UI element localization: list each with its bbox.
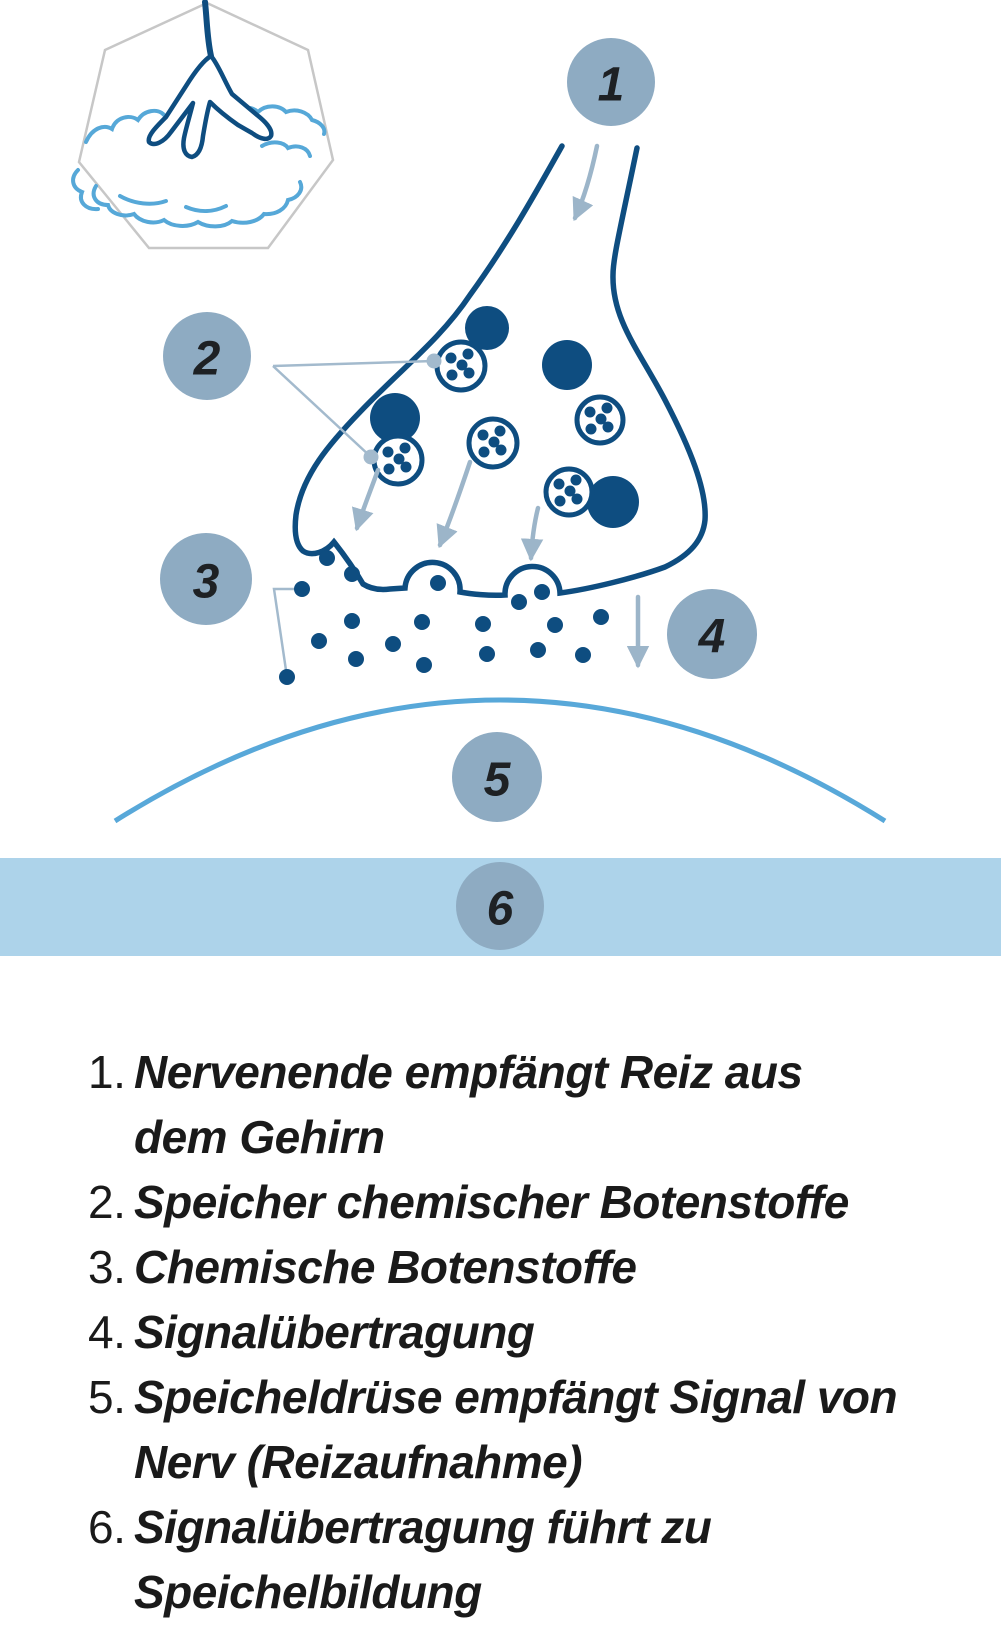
neurotransmitter-dot <box>593 609 609 625</box>
neurotransmitter-dot <box>534 584 550 600</box>
legend-item-1: 1. Nervenende empfängt Reiz aus dem Gehi… <box>88 1040 948 1170</box>
vesicle-dot <box>399 442 411 454</box>
vesicle-dot <box>595 413 607 425</box>
vesicle-dot <box>570 474 582 486</box>
synapse-diagram: 1 2 3 4 5 6 <box>0 0 1001 956</box>
neurotransmitter-dot <box>311 633 327 649</box>
neurotransmitter-dot <box>414 614 430 630</box>
vesicle-dot <box>584 406 596 418</box>
vesicle-dot <box>445 352 457 364</box>
vesicle-dot <box>463 367 475 379</box>
neurotransmitter-dot <box>530 642 546 658</box>
neurotransmitter-dot <box>547 617 563 633</box>
neurotransmitter-dot <box>479 646 495 662</box>
legend-list: 1. Nervenende empfängt Reiz aus dem Gehi… <box>88 1040 948 1625</box>
vesicle-dot <box>602 421 614 433</box>
vesicle-dot <box>494 425 506 437</box>
neurotransmitter-dot <box>416 657 432 673</box>
marker-circle-1: 1 <box>567 38 655 126</box>
vesicle-dot <box>462 348 474 360</box>
neurotransmitter-dot <box>575 647 591 663</box>
vesicle-dot <box>554 495 566 507</box>
vesicle-dot <box>585 423 597 435</box>
neurotransmitter-dot <box>344 566 360 582</box>
neurotransmitter-dot <box>344 613 360 629</box>
marker-number: 5 <box>484 754 512 807</box>
legend-number: 4. <box>88 1306 126 1358</box>
marker-circle-2: 2 <box>163 312 251 400</box>
vesicle-dot <box>553 478 565 490</box>
legend-text: Signalübertragung <box>134 1306 535 1358</box>
vesicle-dot <box>571 493 583 505</box>
neurotransmitter-dot <box>511 594 527 610</box>
legend-text: Speicheldrüse empfängt Signal von Nerv (… <box>134 1371 898 1488</box>
vesicle-dot <box>601 402 613 414</box>
marker-number: 4 <box>698 611 726 664</box>
nerve-ending-thumbnail <box>71 0 335 250</box>
legend-item-4: 4. Signalübertragung <box>88 1300 948 1365</box>
legend-number: 5. <box>88 1371 126 1423</box>
legend-text: Speicher chemischer Botenstoffe <box>134 1176 849 1228</box>
legend-item-3: 3. Chemische Botenstoffe <box>88 1235 948 1300</box>
marker-number: 2 <box>193 333 221 386</box>
vesicle-dots <box>382 348 614 507</box>
marker-number: 1 <box>598 59 625 112</box>
vesicle-dot <box>382 446 394 458</box>
nerve-claw-icon <box>146 0 274 160</box>
neurotransmitter-dot <box>294 581 310 597</box>
neurotransmitter-dot <box>385 636 401 652</box>
marker-circle-6: 6 <box>456 862 544 950</box>
legend-item-5: 5. Speicheldrüse empfängt Signal von Ner… <box>88 1365 948 1495</box>
gland-surface-arc <box>113 697 887 824</box>
legend-number: 3. <box>88 1241 126 1293</box>
legend-text: Signalübertragung führt zu Speichelbildu… <box>134 1501 712 1618</box>
vesicle-dot <box>495 444 507 456</box>
legend-text: Nervenende empfängt Reiz aus dem Gehirn <box>134 1046 803 1163</box>
marker-number: 3 <box>193 556 220 609</box>
legend-number: 1. <box>88 1046 126 1098</box>
marker-circle-5: 5 <box>452 732 542 822</box>
legend-item-2: 2. Speicher chemischer Botenstoffe <box>88 1170 948 1235</box>
legend-text: Chemische Botenstoffe <box>134 1241 637 1293</box>
neurotransmitter-dot <box>348 651 364 667</box>
legend-item-6: 6. Signalübertragung führt zu Speichelbi… <box>88 1495 948 1625</box>
transmitter-blob-icon <box>370 306 639 528</box>
neurotransmitter-dot <box>430 575 446 591</box>
neurotransmitter-dots <box>279 550 609 685</box>
vesicle-dot <box>400 461 412 473</box>
vesicle-dot <box>446 369 458 381</box>
legend-number: 6. <box>88 1501 126 1553</box>
arrow-down-icon <box>351 143 650 669</box>
vesicle-dot <box>393 453 405 465</box>
legend-number: 2. <box>88 1176 126 1228</box>
neurotransmitter-dot <box>279 669 295 685</box>
neurotransmitter-dot <box>319 550 335 566</box>
vesicle-dot <box>478 446 490 458</box>
marker-circle-3: 3 <box>160 533 252 625</box>
heptagon-frame <box>77 1 335 250</box>
vesicle-dot <box>456 359 468 371</box>
pointer-dots <box>363 353 442 465</box>
vesicle-dot <box>488 436 500 448</box>
neurotransmitter-dot <box>475 616 491 632</box>
vesicle-dot <box>564 485 576 497</box>
marker-circle-4: 4 <box>667 589 757 679</box>
vesicle-dot <box>383 463 395 475</box>
pointer-lines <box>272 359 435 678</box>
marker-number: 6 <box>487 883 514 936</box>
vesicle-icon <box>371 339 626 518</box>
vesicle-dot <box>477 429 489 441</box>
